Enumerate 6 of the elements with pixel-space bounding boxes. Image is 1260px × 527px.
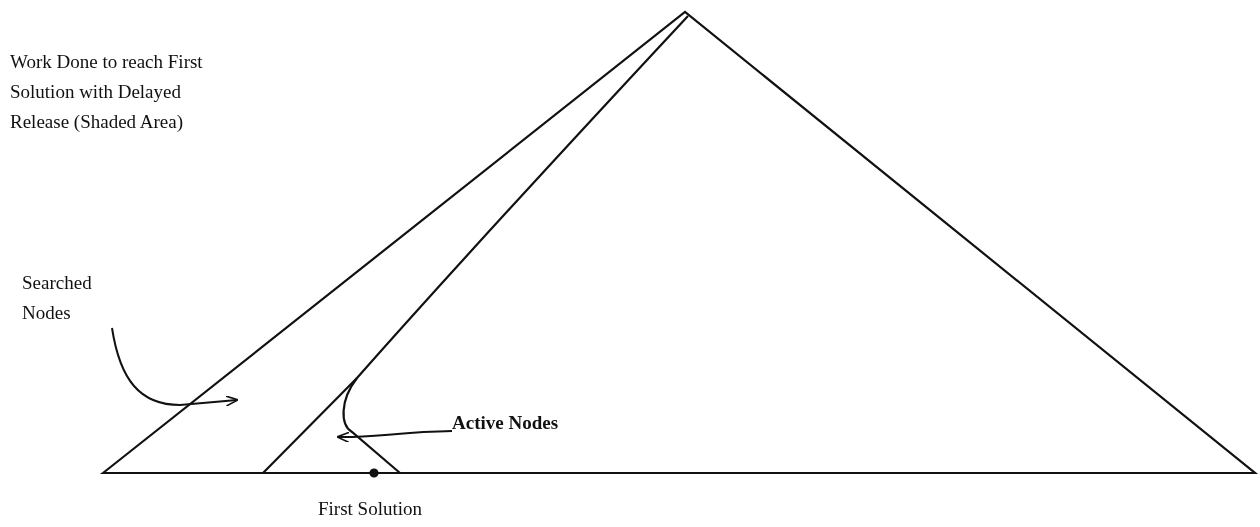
annotation-text: Work Done to reach First Solution with Delayed Release (Shaded Area) [10,50,204,134]
leader-arrow [336,430,453,443]
annotation-text: First Solution [318,497,423,521]
leader-arrow [111,327,239,407]
node-text: Searched Nodes [22,268,112,328]
node-text: Active Nodes [452,408,582,438]
